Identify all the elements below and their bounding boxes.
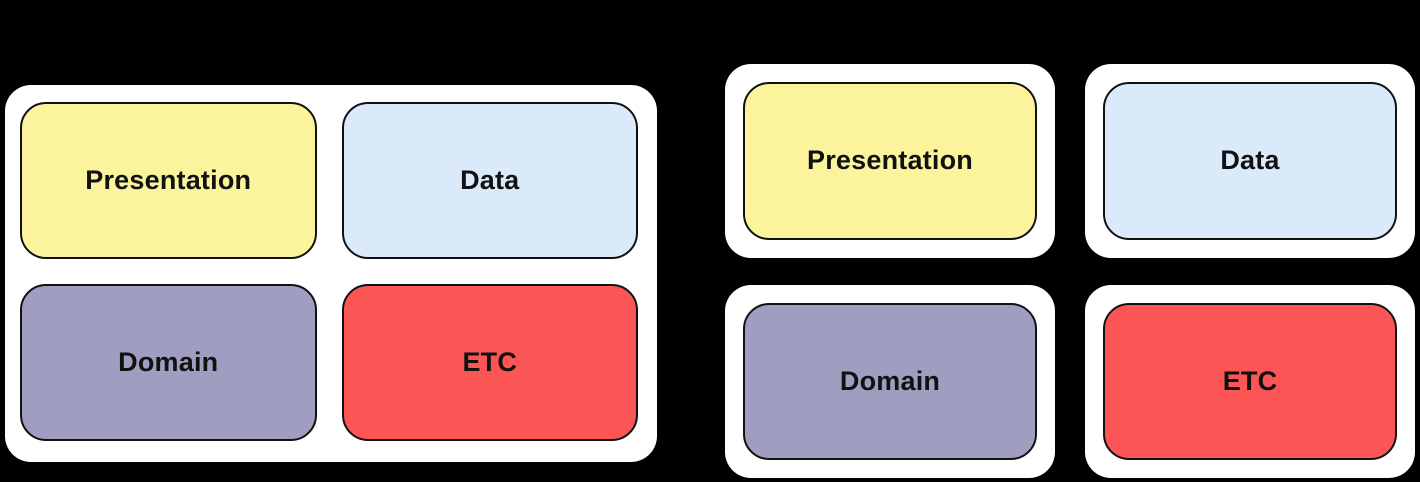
module-container-presentation: Presentation: [725, 64, 1055, 258]
module-layer-label-data: Data: [1220, 145, 1280, 176]
layer-box-domain: Domain: [20, 284, 317, 441]
module-layer-box-domain: Domain: [743, 302, 1037, 460]
single-module-container: Presentation Data Domain ETC: [5, 85, 657, 462]
module-layer-label-presentation: Presentation: [807, 145, 973, 176]
separated-modules-grid: Presentation Data Domain ETC: [725, 64, 1415, 478]
layer-label-data: Data: [460, 165, 520, 195]
module-container-data: Data: [1085, 64, 1415, 258]
module-container-etc: ETC: [1085, 284, 1415, 478]
module-layer-box-etc: ETC: [1103, 302, 1397, 460]
layer-box-data: Data: [341, 102, 638, 259]
layer-box-etc: ETC: [341, 284, 638, 441]
layer-label-domain: Domain: [118, 347, 219, 377]
layer-label-etc: ETC: [462, 347, 518, 377]
module-layer-box-data: Data: [1103, 82, 1397, 240]
module-layer-label-domain: Domain: [839, 365, 941, 396]
module-layer-label-etc: ETC: [1222, 365, 1278, 396]
layer-label-presentation: Presentation: [85, 165, 252, 195]
layer-box-presentation: Presentation: [20, 102, 317, 259]
module-layer-box-presentation: Presentation: [743, 82, 1037, 240]
module-container-domain: Domain: [725, 284, 1055, 478]
